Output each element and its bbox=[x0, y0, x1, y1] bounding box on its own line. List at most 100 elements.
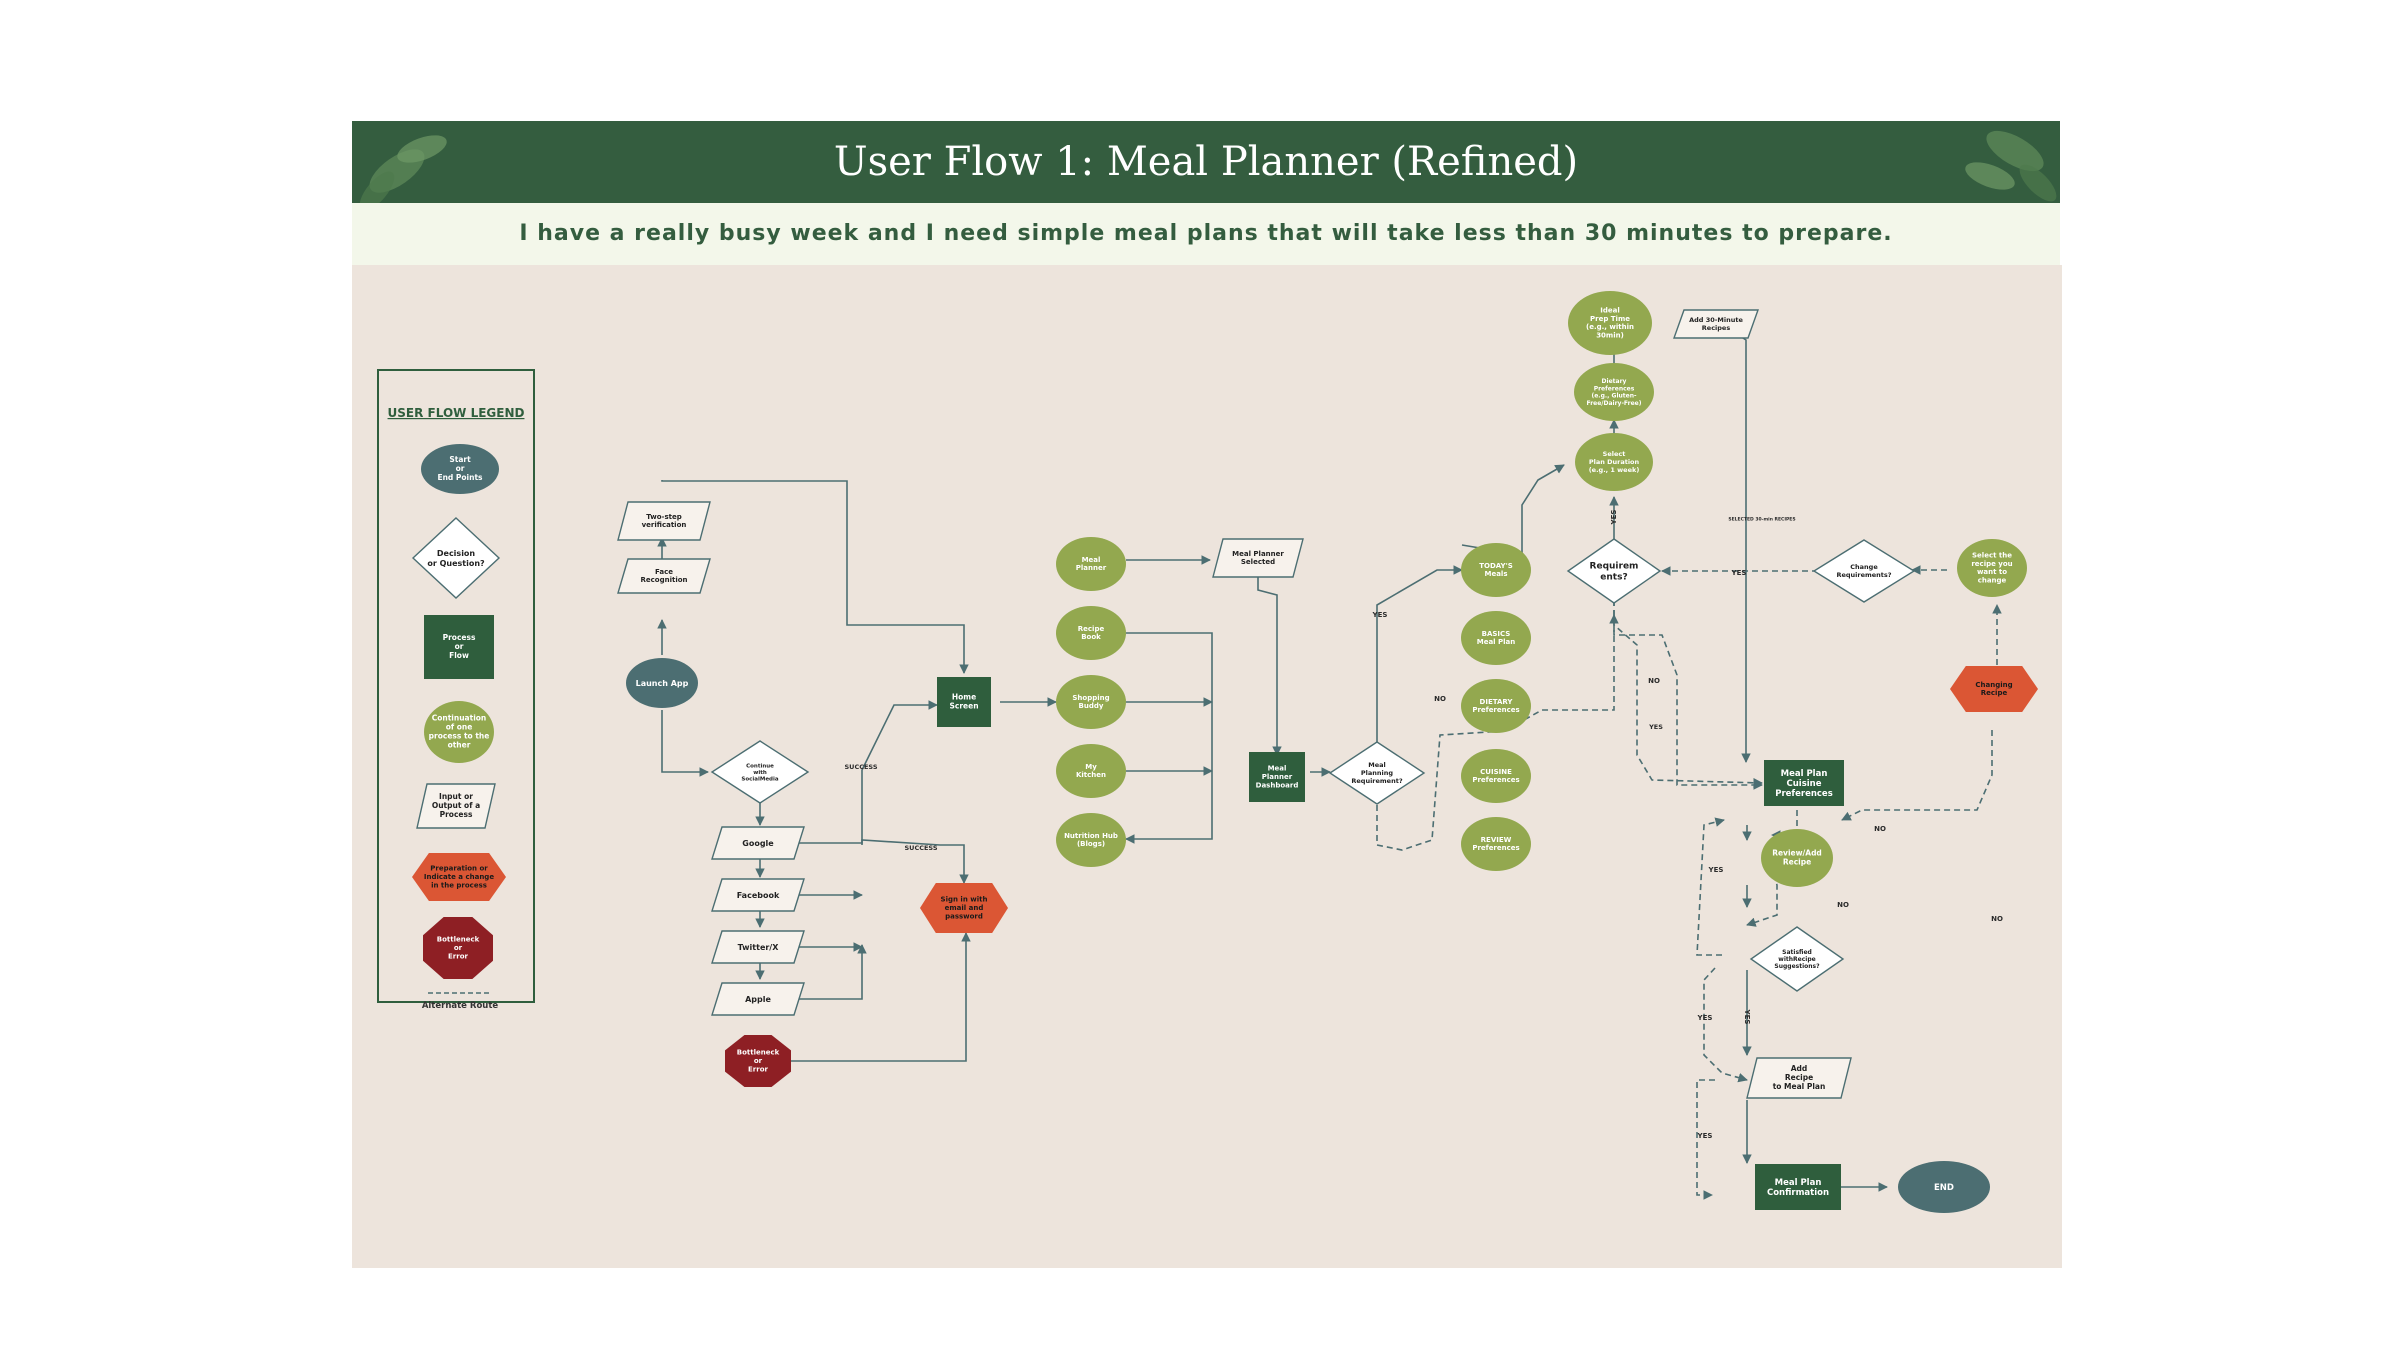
node-label: Twitter/X bbox=[738, 943, 780, 952]
flow-connector bbox=[1125, 632, 1213, 844]
flow-connector bbox=[1613, 600, 1763, 788]
edge-label: NO bbox=[1648, 677, 1660, 685]
subtitle-bar: I have a really busy week and I need sim… bbox=[352, 203, 2060, 265]
twitter-option: Twitter/X bbox=[711, 930, 805, 964]
flow-connector bbox=[1376, 614, 1619, 851]
legend-alternate-route-label: Alternate Route bbox=[422, 1001, 499, 1011]
edge-label: YES bbox=[1648, 723, 1663, 731]
flow-connector bbox=[788, 932, 971, 1062]
edge-label: YES bbox=[1697, 1014, 1713, 1022]
facebook-option: Facebook bbox=[711, 878, 805, 912]
flow-connector bbox=[1696, 1079, 1715, 1200]
node-label: Google bbox=[742, 839, 774, 848]
edge-label: NO bbox=[1874, 825, 1886, 833]
edge-label: SUCCESS bbox=[844, 763, 877, 771]
flow-connector bbox=[1257, 575, 1282, 756]
google-option: Google bbox=[711, 826, 805, 860]
edge-label: YES bbox=[1731, 569, 1747, 577]
page-subtitle: I have a really busy week and I need sim… bbox=[519, 221, 1893, 246]
edge-label: YES bbox=[1743, 1009, 1751, 1025]
flow-connector bbox=[1461, 464, 1565, 556]
flow-connector bbox=[1613, 600, 1763, 790]
node-label: Nutrition Hub(Blogs) bbox=[1064, 832, 1118, 848]
flow-connector bbox=[796, 700, 938, 844]
edge-label: SUCCESS bbox=[904, 844, 937, 852]
node-label: END bbox=[1934, 1183, 1954, 1193]
flow-connector bbox=[661, 710, 709, 777]
flow-connector bbox=[1682, 320, 1751, 763]
nutrition-hub-node: Nutrition Hub(Blogs) bbox=[1056, 813, 1126, 867]
node-label: Facebook bbox=[737, 891, 780, 900]
flow-connector bbox=[861, 839, 969, 884]
flow-connector bbox=[661, 480, 969, 674]
leaf-decoration-right bbox=[1965, 130, 2057, 202]
flow-connector bbox=[1376, 565, 1463, 750]
edge-label: YES bbox=[1708, 866, 1724, 874]
flow-connector bbox=[1696, 817, 1725, 956]
end-node: END bbox=[1898, 1161, 1990, 1213]
header-banner: User Flow 1: Meal Planner (Refined) bbox=[352, 121, 2060, 203]
edge-label: YES bbox=[1697, 1132, 1713, 1140]
